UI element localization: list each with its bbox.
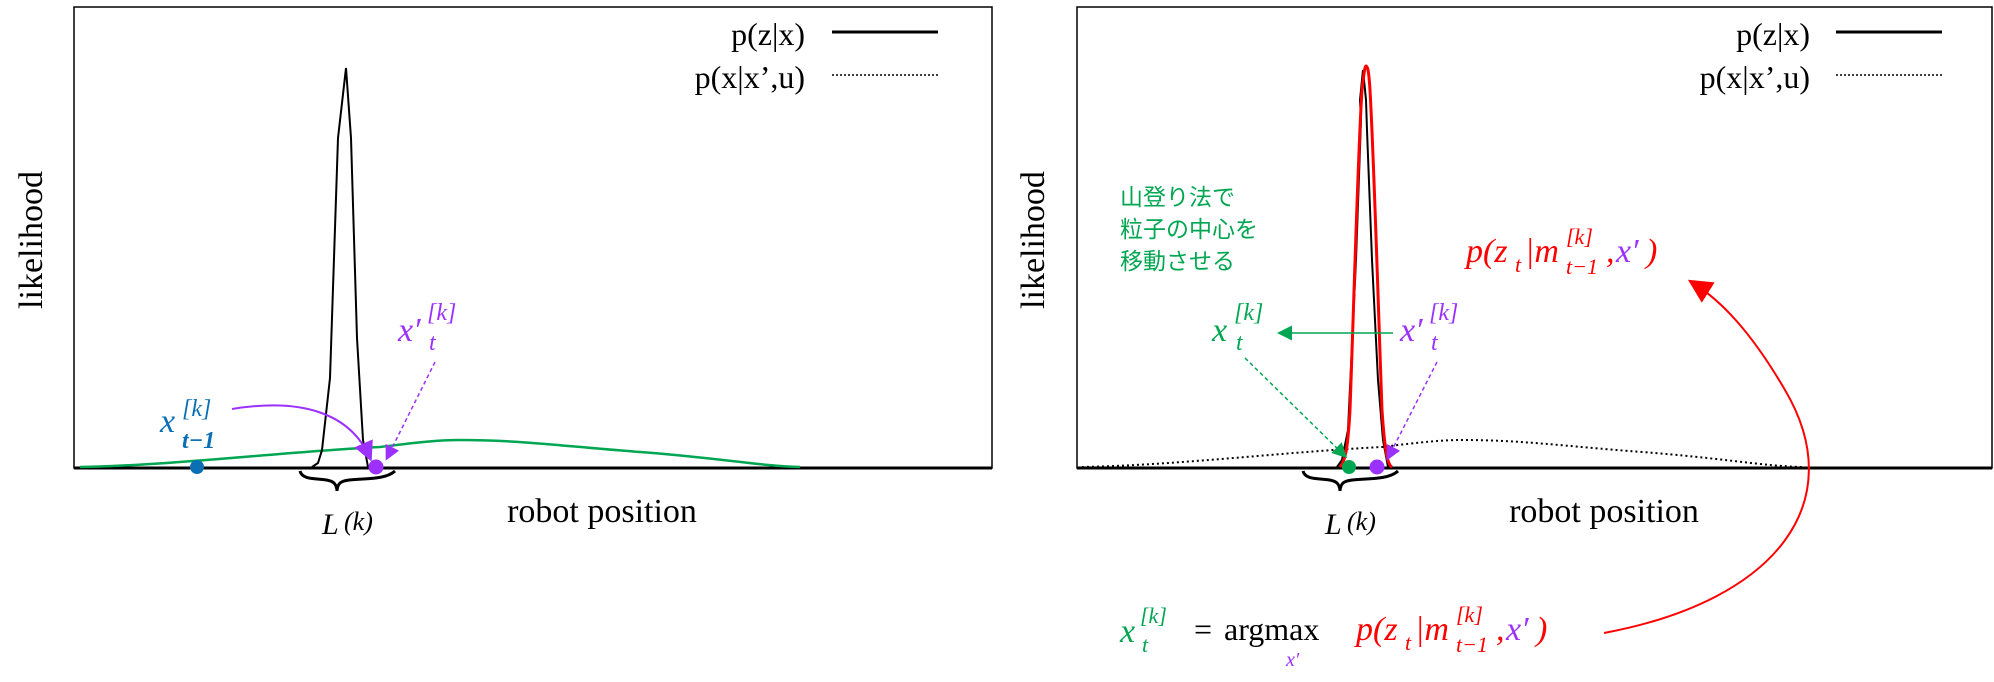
right-brace-label-k: (k) bbox=[1347, 507, 1376, 536]
eq-comma: , bbox=[1496, 611, 1505, 648]
likelihood-m-sub: t−1 bbox=[1566, 254, 1598, 279]
right-note-line-3: 移動させる bbox=[1120, 249, 1235, 275]
likelihood-m-sup: [k] bbox=[1566, 224, 1593, 249]
right-pred-particle-dot bbox=[1369, 459, 1385, 475]
left-brace-label-L: L bbox=[321, 508, 339, 541]
right-legend-label-1: p(z|x) bbox=[1736, 16, 1810, 52]
eq-argmax: argmax bbox=[1224, 611, 1319, 647]
eq-m-sup: [k] bbox=[1456, 602, 1483, 627]
right-new-particle-sub: t bbox=[1236, 330, 1244, 356]
right-panel: p(z|x) p(x|x’,u) likelihood robot positi… bbox=[1015, 6, 1993, 671]
eq-xprime: x′ bbox=[1505, 611, 1529, 648]
right-new-particle-dot bbox=[1342, 460, 1356, 474]
likelihood-close: ) bbox=[1644, 233, 1657, 270]
eq-argmax-sub: x′ bbox=[1285, 649, 1300, 671]
right-new-particle-label: x bbox=[1211, 312, 1227, 349]
right-pred-pointer bbox=[1386, 361, 1438, 461]
right-argmax-arrow bbox=[1603, 279, 1810, 634]
left-panel: p(z|x) p(x|x’,u) likelihood robot positi… bbox=[13, 6, 993, 541]
left-x-axis-label: robot position bbox=[507, 493, 697, 530]
left-observation-spike bbox=[311, 67, 369, 468]
likelihood-bar-m: |m bbox=[1525, 233, 1559, 270]
left-motion-arrow bbox=[231, 404, 373, 462]
left-prev-particle-sup: [k] bbox=[182, 396, 211, 422]
right-new-pointer bbox=[1244, 357, 1348, 459]
right-x-axis-label: robot position bbox=[1509, 493, 1699, 530]
eq-lhs-sub: t bbox=[1142, 632, 1149, 657]
eq-p-open: p(z bbox=[1354, 611, 1398, 648]
right-new-particle-sup: [k] bbox=[1234, 300, 1263, 326]
eq-m-sub: t−1 bbox=[1456, 632, 1488, 657]
left-prev-particle-label: x bbox=[159, 403, 175, 440]
left-prev-particle-sub: t−1 bbox=[182, 428, 215, 454]
right-range-brace bbox=[1301, 469, 1400, 492]
likelihood-xprime: x′ bbox=[1615, 233, 1639, 270]
left-pred-particle-label: x′ bbox=[397, 312, 421, 349]
right-note-line-2: 粒子の中心を bbox=[1120, 217, 1258, 243]
left-brace-label-k: (k) bbox=[344, 507, 373, 536]
likelihood-z-sub: t bbox=[1515, 252, 1522, 277]
left-y-axis-label: likelihood bbox=[13, 171, 50, 309]
left-pred-pointer bbox=[385, 361, 436, 461]
right-pred-particle-sup: [k] bbox=[1429, 300, 1458, 326]
left-legend-label-2: p(x|x’,u) bbox=[695, 59, 805, 95]
left-motion-model-curve bbox=[79, 438, 801, 469]
left-pred-particle-sup: [k] bbox=[427, 300, 456, 326]
likelihood-comma: , bbox=[1606, 233, 1615, 270]
left-legend-label-1: p(z|x) bbox=[731, 16, 805, 52]
right-pred-particle-sub: t bbox=[1431, 330, 1439, 356]
right-motion-model-curve bbox=[1081, 438, 1803, 468]
eq-lhs-sup: [k] bbox=[1140, 603, 1167, 628]
right-likelihood-expression: p(z t |m [k] t−1 , x′ ) bbox=[1464, 224, 1657, 279]
right-posterior-curve bbox=[1338, 64, 1393, 469]
right-legend-label-2: p(x|x’,u) bbox=[1700, 59, 1810, 95]
eq-bar-m: |m bbox=[1415, 611, 1449, 648]
left-pred-particle-sub: t bbox=[429, 330, 437, 356]
right-y-axis-label: likelihood bbox=[1015, 171, 1052, 309]
left-range-brace bbox=[298, 469, 397, 492]
right-observation-model-spike bbox=[1336, 69, 1389, 468]
likelihood-p-open: p(z bbox=[1464, 233, 1508, 270]
right-note-line-1: 山登り法で bbox=[1120, 185, 1235, 211]
left-prev-particle-dot bbox=[190, 460, 204, 474]
right-brace-label-L: L bbox=[1324, 508, 1342, 541]
eq-close: ) bbox=[1534, 611, 1547, 648]
left-plot-frame bbox=[73, 6, 993, 469]
argmax-equation: x [k] t = argmax x′ p(z t |m [k] t−1 , x… bbox=[1119, 602, 1547, 671]
right-pred-particle-label: x′ bbox=[1399, 312, 1423, 349]
eq-equals: = bbox=[1194, 611, 1212, 647]
eq-lhs-base: x bbox=[1119, 613, 1135, 650]
left-pred-particle-dot bbox=[368, 459, 384, 475]
eq-z-sub: t bbox=[1405, 630, 1412, 655]
